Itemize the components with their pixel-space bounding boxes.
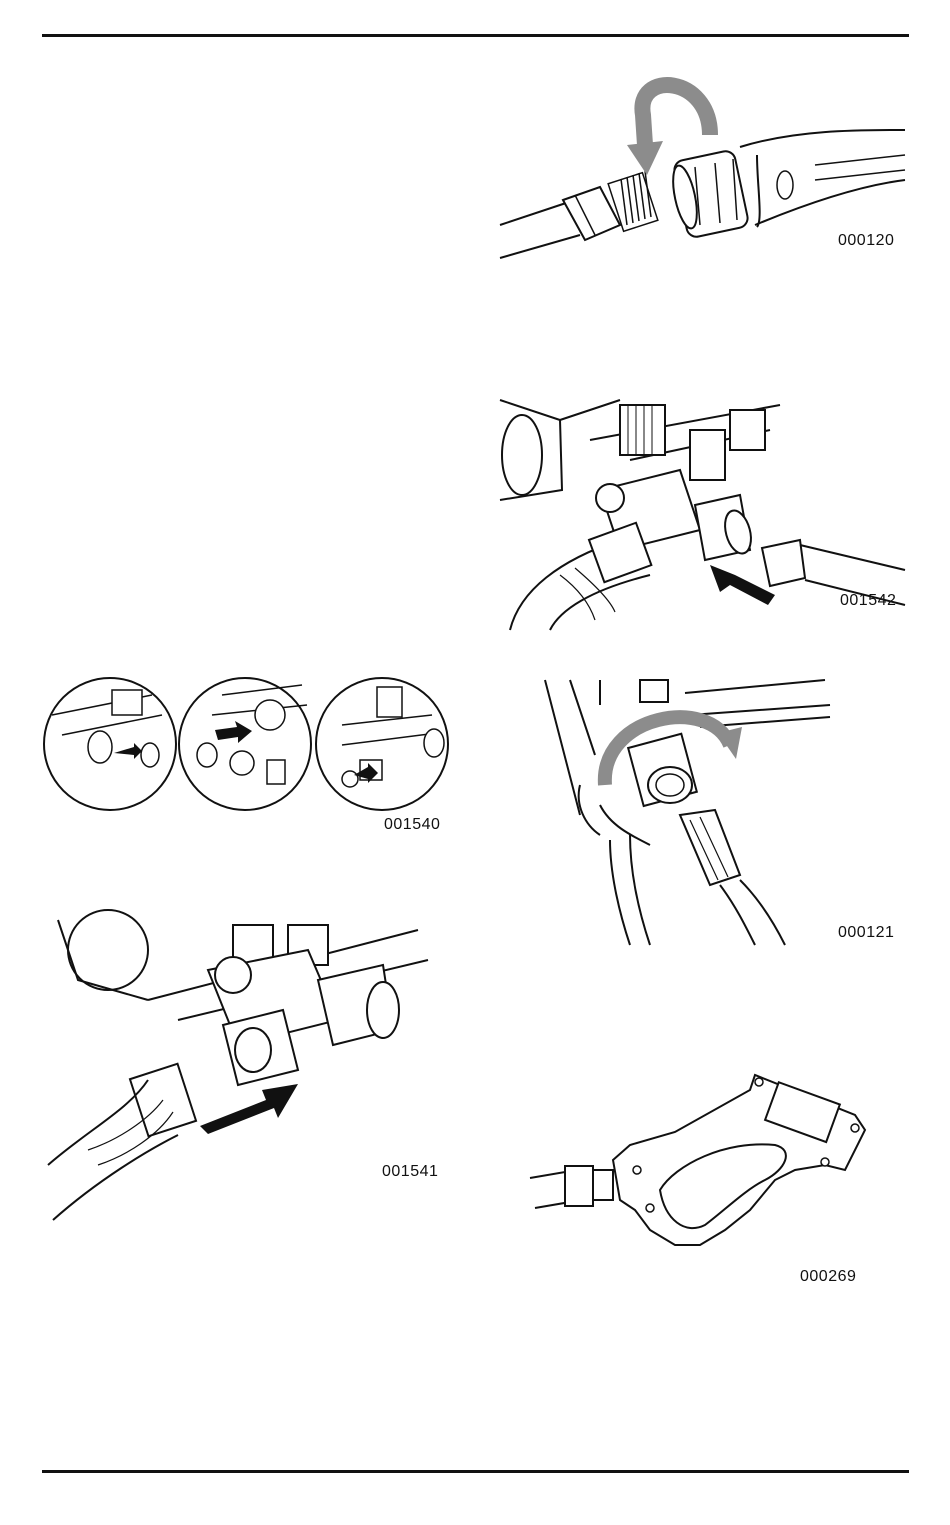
figure-code: 001540 xyxy=(384,816,440,834)
figure-code: 001542 xyxy=(840,592,896,610)
hose-to-pump-illustration xyxy=(540,675,840,945)
figure-pump-quick-connect: 001542 xyxy=(500,400,905,630)
figure-code: 000121 xyxy=(838,924,894,942)
figure-garden-hose-inlet: 001541 xyxy=(48,920,443,1220)
figure-hose-to-gun: 000120 xyxy=(495,75,915,265)
header-rule xyxy=(42,34,909,37)
spray-gun-illustration xyxy=(525,1070,870,1260)
figure-hose-to-pump: 000121 xyxy=(540,675,840,945)
inlet-details-illustration xyxy=(42,675,452,815)
figure-code: 000269 xyxy=(800,1268,856,1286)
figure-inlet-details: 001540 xyxy=(42,675,452,815)
figure-code: 000120 xyxy=(838,232,894,250)
figure-code: 001541 xyxy=(382,1163,438,1181)
footer-rule xyxy=(42,1470,909,1473)
figure-spray-gun: 000269 xyxy=(525,1070,870,1260)
